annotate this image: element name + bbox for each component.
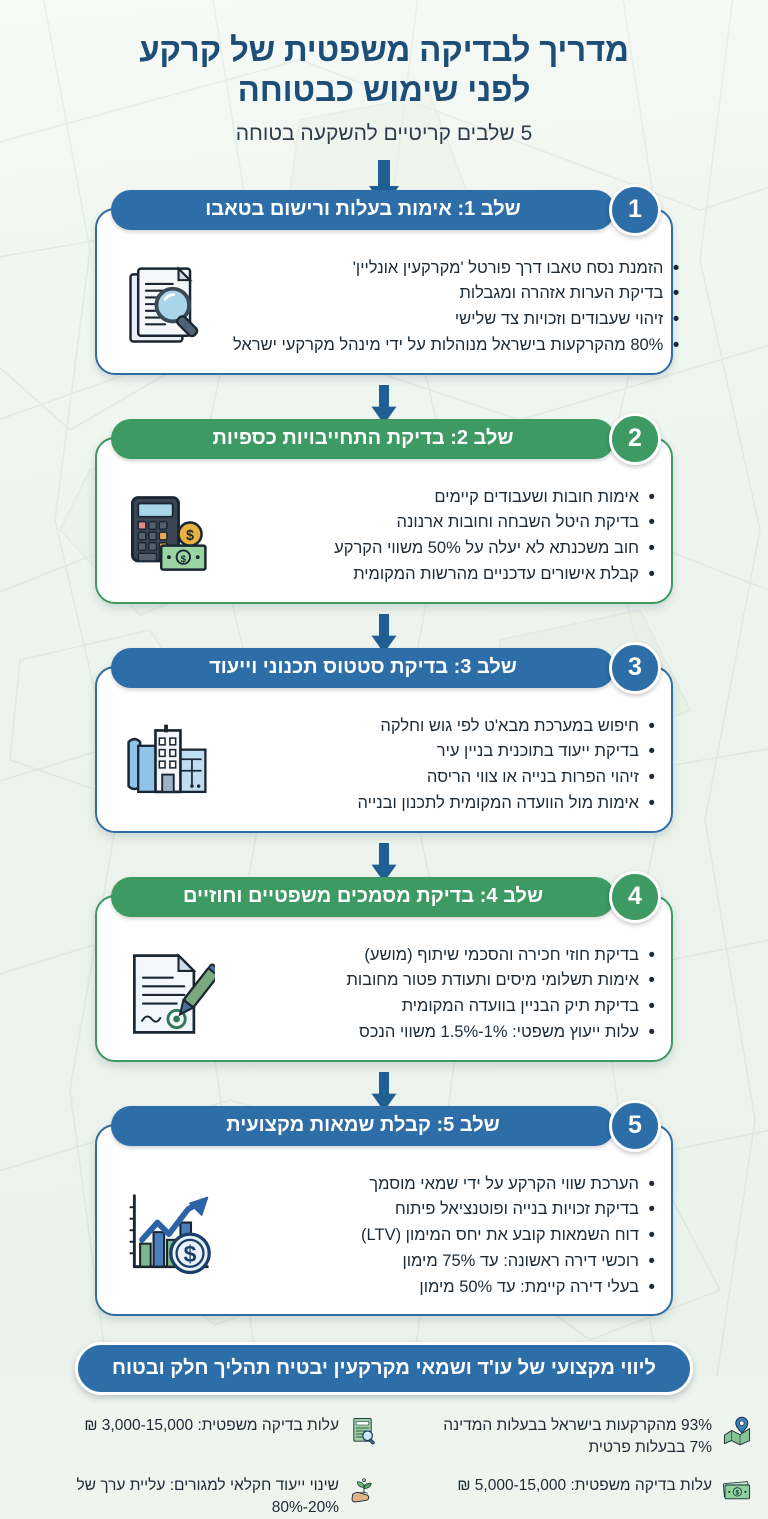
step-card-body: 1 שלב 1: אימות בעלות ורישום בטאבו הזמנת … [95, 183, 680, 375]
step-content: הזמנת נסח טאבו דרך פורטל 'מקרקעין אונליי… [113, 255, 680, 359]
step-header-bar: שלב 2: בדיקת התחייבויות כספיות [111, 418, 615, 459]
step-header-bar: שלב 3: בדיקת סטטוס תכנוני וייעוד [111, 647, 615, 688]
step-bullet: בדיקת הערות אזהרה ומגבלות [233, 280, 679, 307]
growth-chart-dollar-icon [113, 1188, 221, 1284]
arrow-down-icon [371, 384, 397, 424]
step-bullet: אימות חובות ושעבודים קיימים [233, 484, 655, 511]
step-number-badge: 2 [609, 412, 661, 465]
banknote-icon [720, 1475, 754, 1506]
step-bullet: בדיקת היטל השבחה וחובות ארנונה [233, 509, 655, 536]
step-bullet: הזמנת נסח טאבו דרך פורטל 'מקרקעין אונליי… [233, 255, 680, 282]
stat-text: עלות בדיקה משפטית: 3,000-15,000 ₪ [84, 1417, 339, 1435]
step-card-4: 4 שלב 4: בדיקת מסמכים משפטיים וחוזיים בד… [95, 870, 673, 1062]
step-card-body: 4 שלב 4: בדיקת מסמכים משפטיים וחוזיים בד… [95, 870, 673, 1062]
contract-pen-icon [113, 946, 221, 1042]
step-card-2: 2 שלב 2: בדיקת התחייבויות כספיות אימות ח… [95, 412, 673, 604]
step-bullet: 80% מהקרקעות בישראל מנוהלות על ידי מינהל… [233, 332, 680, 359]
step-bullet-list: חיפוש במערכת מבא'ט לפי גוש וחלקהבדיקת יי… [229, 713, 655, 818]
step-content: חיפוש במערכת מבא'ט לפי גוש וחלקהבדיקת יי… [113, 713, 655, 818]
step-number-badge: 5 [609, 1099, 661, 1152]
step-bullet: רוכשי דירה ראשונה: עד 75% מימון [233, 1248, 655, 1275]
step-bullet: בדיקת ייעוד בתוכנית בניין עיר [233, 738, 655, 765]
step-number-badge: 1 [609, 183, 661, 236]
step-bullet: בדיקת זכויות בנייה ופוטנציאל פיתוח [233, 1196, 655, 1223]
building-blueprint-icon [113, 717, 221, 813]
stat-text: עלות בדיקה משפטית: 5,000-15,000 ₪ [457, 1477, 712, 1495]
step-bullet-list: בדיקת חוזי חכירה והסכמי שיתוף (מושע)אימו… [229, 942, 655, 1047]
steps-container: 1 שלב 1: אימות בעלות ורישום בטאבו הזמנת … [0, 183, 768, 1317]
step-heading: שלב 2: בדיקת התחייבויות כספיות [212, 427, 514, 449]
stat-item: עלות בדיקה משפטית: 5,000-15,000 ₪ [387, 1475, 754, 1519]
step-bullet: הערכת שווי הקרקע על ידי שמאי מוסמך [233, 1171, 655, 1198]
step-heading: שלב 1: אימות בעלות ורישום בטאבו [205, 198, 521, 220]
map-pin-icon [720, 1415, 754, 1446]
step-bullet: זיהוי הפרות בנייה או צווי הריסה [233, 764, 655, 791]
step-bullet: קבלת אישורים עדכניים מהרשות המקומית [233, 561, 655, 588]
step-bullet: אימות מול הוועדה המקומית לתכנון ובנייה [233, 790, 655, 817]
footer-banner: ליווי מקצועי של עו'ד ושמאי מקרקעין יבטיח… [75, 1342, 693, 1396]
title-line-2: לפני שימוש כבטוחה [237, 71, 531, 109]
title-line-1: מדריך לבדיקה משפטית של קרקע [139, 31, 629, 68]
step-card-5: 5 שלב 5: קבלת שמאות מקצועית הערכת שווי ה… [95, 1099, 673, 1317]
step-header-bar: שלב 4: בדיקת מסמכים משפטיים וחוזיים [111, 876, 615, 917]
step-card-body: 2 שלב 2: בדיקת התחייבויות כספיות אימות ח… [95, 412, 673, 604]
step-bullet: בדיקת חוזי חכירה והסכמי שיתוף (מושע) [233, 942, 655, 969]
stat-text: שינוי ייעוד חקלאי למגורים: עליית ערך של … [76, 1477, 339, 1517]
footer-banner-wrap: ליווי מקצועי של עו'ד ושמאי מקרקעין יבטיח… [0, 1342, 768, 1396]
page-header: מדריך לבדיקה משפטית של קרקע לפני שימוש כ… [0, 0, 768, 146]
step-bullet: חיפוש במערכת מבא'ט לפי גוש וחלקה [233, 713, 655, 740]
step-card-3: 3 שלב 3: בדיקת סטטוס תכנוני וייעוד חיפוש… [95, 641, 673, 833]
calculator-money-icon [113, 488, 221, 584]
step-content: אימות חובות ושעבודים קיימיםבדיקת היטל הש… [113, 484, 655, 589]
step-header-bar: שלב 1: אימות בעלות ורישום בטאבו [111, 189, 615, 230]
stat-item: עלות בדיקה משפטית: 3,000-15,000 ₪ [14, 1415, 381, 1459]
step-content: הערכת שווי הקרקע על ידי שמאי מוסמךבדיקת … [113, 1171, 655, 1301]
step-heading: שלב 4: בדיקת מסמכים משפטיים וחוזיים [182, 885, 544, 907]
step-bullet: דוח השמאות קובע את יחס המימון (LTV) [233, 1222, 655, 1249]
arrow-down-icon [371, 842, 397, 882]
step-heading: שלב 5: קבלת שמאות מקצועית [226, 1114, 500, 1136]
page-subtitle: 5 שלבים קריטיים להשקעה בטוחה [235, 121, 533, 145]
arrow-down-icon [371, 1071, 397, 1111]
step-bullet: עלות ייעוץ משפטי: 1%-1.5% משווי הנכס [233, 1019, 655, 1046]
step-card-body: 5 שלב 5: קבלת שמאות מקצועית הערכת שווי ה… [95, 1099, 673, 1317]
step-bullet-list: הזמנת נסח טאבו דרך פורטל 'מקרקעין אונליי… [229, 255, 680, 360]
step-bullet: בדיקת תיק הבניין בוועדה המקומית [233, 993, 655, 1020]
step-bullet: בעלי דירה קיימת: עד 50% מימון [233, 1274, 655, 1301]
step-card-body: 3 שלב 3: בדיקת סטטוס תכנוני וייעוד חיפוש… [95, 641, 673, 833]
step-card-1: 1 שלב 1: אימות בעלות ורישום בטאבו הזמנת … [95, 183, 680, 375]
plant-hand-icon [347, 1475, 381, 1506]
step-content: בדיקת חוזי חכירה והסכמי שיתוף (מושע)אימו… [113, 942, 655, 1047]
step-heading: שלב 3: בדיקת סטטוס תכנוני וייעוד [209, 656, 517, 678]
stat-item: שינוי ייעוד חקלאי למגורים: עליית ערך של … [14, 1475, 381, 1519]
step-bullet: זיהוי שעבודים וזכויות צד שלישי [233, 306, 680, 333]
step-bullet: אימות תשלומי מיסים ותעודת פטור מחובות [233, 967, 655, 994]
document-magnifier-icon [347, 1415, 381, 1446]
step-header-bar: שלב 5: קבלת שמאות מקצועית [111, 1105, 615, 1146]
step-bullet-list: הערכת שווי הקרקע על ידי שמאי מוסמךבדיקת … [229, 1171, 655, 1301]
documents-magnifier-icon [113, 259, 221, 355]
page-title: מדריך לבדיקה משפטית של קרקע לפני שימוש כ… [40, 30, 728, 111]
step-number-badge: 3 [609, 641, 661, 694]
step-number-badge: 4 [609, 870, 661, 923]
step-bullet-list: אימות חובות ושעבודים קיימיםבדיקת היטל הש… [229, 484, 655, 589]
arrow-down-icon [371, 613, 397, 653]
step-bullet: חוב משכנתא לא יעלה על 50% משווי הקרקע [233, 535, 655, 562]
